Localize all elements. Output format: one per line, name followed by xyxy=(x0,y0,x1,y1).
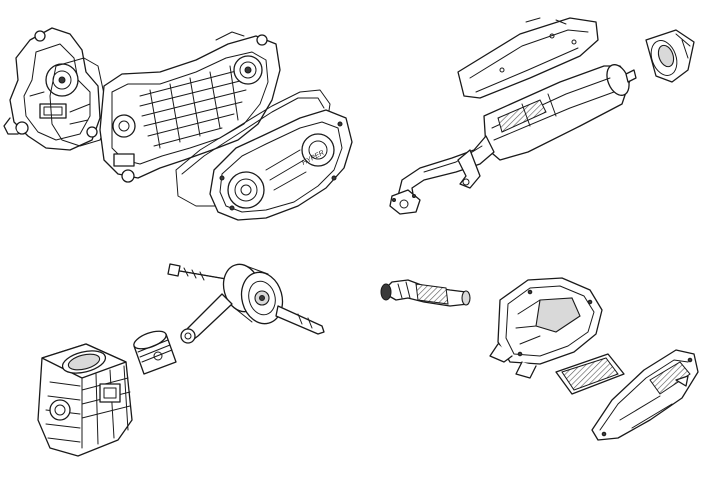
air-filter-box xyxy=(489,277,699,441)
air-filter-housing xyxy=(489,277,603,379)
exhaust-muffler xyxy=(389,17,695,215)
transmission-cover: HYPER xyxy=(209,109,353,221)
air-filter-element xyxy=(555,353,625,395)
crankshaft xyxy=(167,263,325,344)
right-crankcase-half xyxy=(99,31,281,183)
crankcase-assembly: HYPER xyxy=(3,27,353,221)
cylinder xyxy=(37,343,133,457)
heat-shield xyxy=(457,17,599,99)
muffler-bracket xyxy=(457,149,481,189)
air-filter-cover xyxy=(591,349,699,441)
left-crankcase-half xyxy=(3,27,101,151)
intake-hose xyxy=(380,279,471,307)
muffler-body xyxy=(483,64,637,161)
muffler-end-cap xyxy=(645,29,695,83)
crankcase-gasket xyxy=(49,57,107,147)
piston xyxy=(133,330,177,375)
